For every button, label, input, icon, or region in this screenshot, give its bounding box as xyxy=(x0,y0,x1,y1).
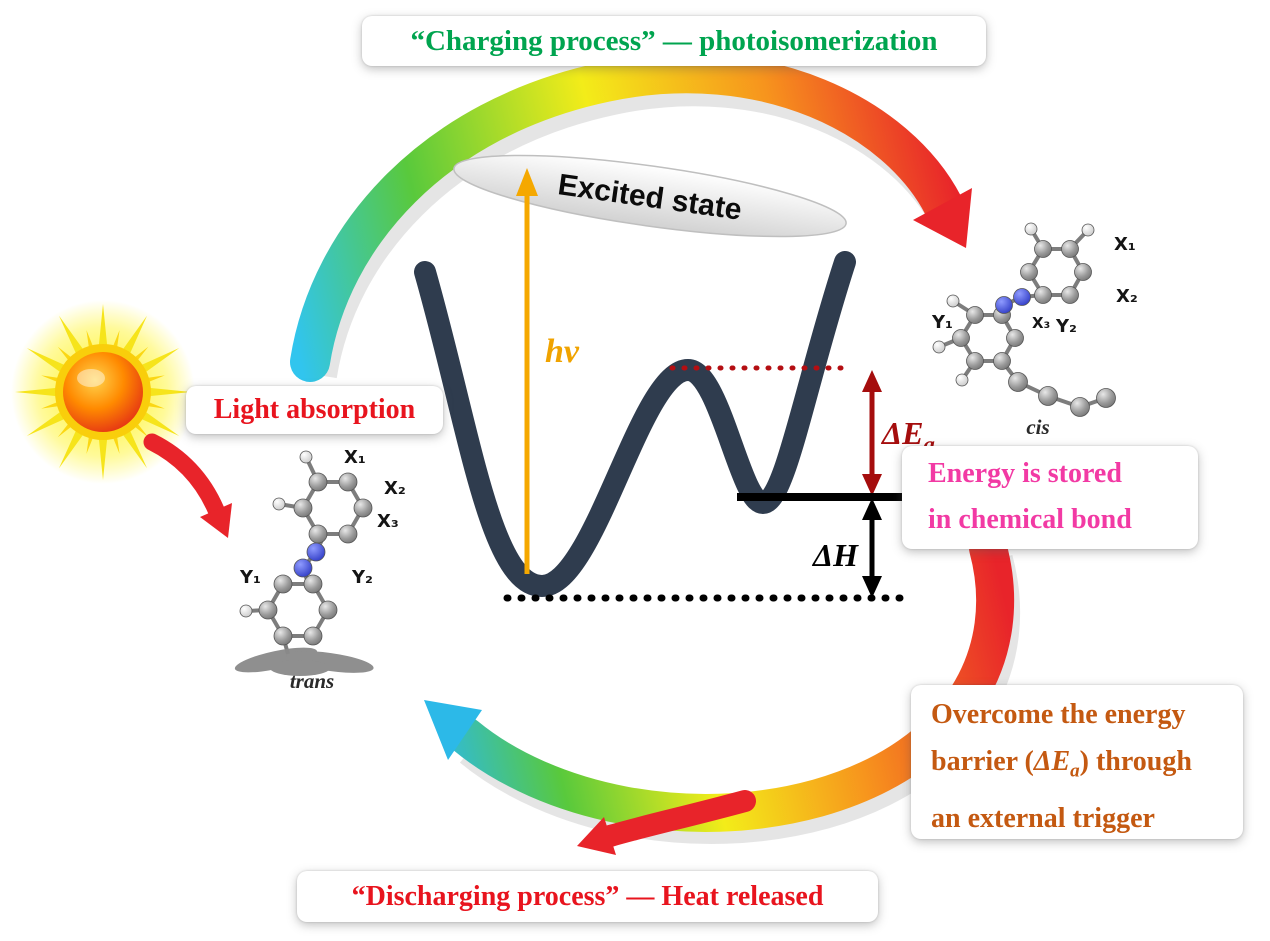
photon-arrow: hν xyxy=(516,168,580,574)
overcome-activation-symbol: ΔEa xyxy=(1033,746,1080,782)
overcome-symbol-subscript: a xyxy=(1070,760,1080,782)
trans-y1-label: Y₁ xyxy=(239,567,261,588)
trans-atoms xyxy=(239,450,373,646)
potential-energy-curve xyxy=(414,251,856,598)
trans-x2-label: X₂ xyxy=(384,478,406,499)
enthalpy-annotation: ΔH xyxy=(503,493,907,602)
cis-x1-label: X₁ xyxy=(1114,234,1136,255)
excited-state-pill: Excited state xyxy=(453,154,847,238)
discharging-arrow xyxy=(424,529,1015,855)
trans-x1-label: X₁ xyxy=(344,447,366,468)
cis-x2-label: X₂ xyxy=(1116,286,1138,307)
overcome-line2: barrier (ΔEa) through xyxy=(931,738,1243,795)
energy-stored-line1: Energy is stored xyxy=(928,458,1122,489)
trans-x3-label: X₃ xyxy=(377,511,399,532)
charging-process-text: “Charging process” — photoisomerization xyxy=(410,24,938,57)
overcome-symbol-text: ΔE xyxy=(1033,746,1071,777)
sunlight-arrow xyxy=(143,433,232,538)
cis-name-label: cis xyxy=(1026,415,1049,439)
trans-anchor-group xyxy=(234,647,374,676)
heat-release-arrowhead-icon xyxy=(577,817,616,855)
discharging-process-text: “Discharging process” — Heat released xyxy=(351,880,824,912)
discharging-process-banner: “Discharging process” — Heat released xyxy=(297,871,878,922)
molecule-cis: X₁ X₂ X₃ Y₁ Y₂ cis xyxy=(931,222,1138,439)
trans-name-label: trans xyxy=(290,669,334,693)
discharging-arrowhead-icon xyxy=(424,700,482,760)
activation-energy-annotation: ΔEa xyxy=(669,365,935,496)
charging-process-banner: “Charging process” — photoisomerization xyxy=(362,16,986,66)
energy-stored-callout: Energy is stored in chemical bond xyxy=(902,446,1198,549)
photon-arrowhead-icon xyxy=(516,168,538,196)
overcome-barrier-callout: Overcome the energy barrier (ΔEa) throug… xyxy=(911,685,1243,839)
activation-energy-label: ΔEa xyxy=(880,415,935,457)
cis-atoms xyxy=(932,222,1116,417)
charging-arrowhead-icon xyxy=(913,188,972,248)
trans-y2-label: Y₂ xyxy=(351,567,373,588)
overcome-line2-pre: barrier ( xyxy=(931,746,1034,777)
overcome-line1: Overcome the energy xyxy=(931,699,1186,730)
cis-y2-label: Y₂ xyxy=(1055,316,1077,337)
light-absorption-callout: Light absorption xyxy=(186,386,443,434)
heat-release-arrow xyxy=(599,790,756,847)
overcome-line2-post: ) through xyxy=(1079,746,1192,777)
enthalpy-label: ΔH xyxy=(811,537,859,573)
light-absorption-text: Light absorption xyxy=(213,394,416,425)
overcome-line3: an external trigger xyxy=(931,802,1155,834)
sunlight-arrowhead-icon xyxy=(200,503,232,538)
molecule-trans: X₁ X₂ X₃ Y₁ Y₂ trans xyxy=(234,447,406,693)
cis-x3-label: X₃ xyxy=(1032,314,1050,332)
charging-arrow xyxy=(290,53,972,382)
cis-y1-label: Y₁ xyxy=(931,312,953,333)
photon-label: hν xyxy=(545,333,580,370)
energy-stored-line2: in chemical bond xyxy=(928,504,1132,535)
